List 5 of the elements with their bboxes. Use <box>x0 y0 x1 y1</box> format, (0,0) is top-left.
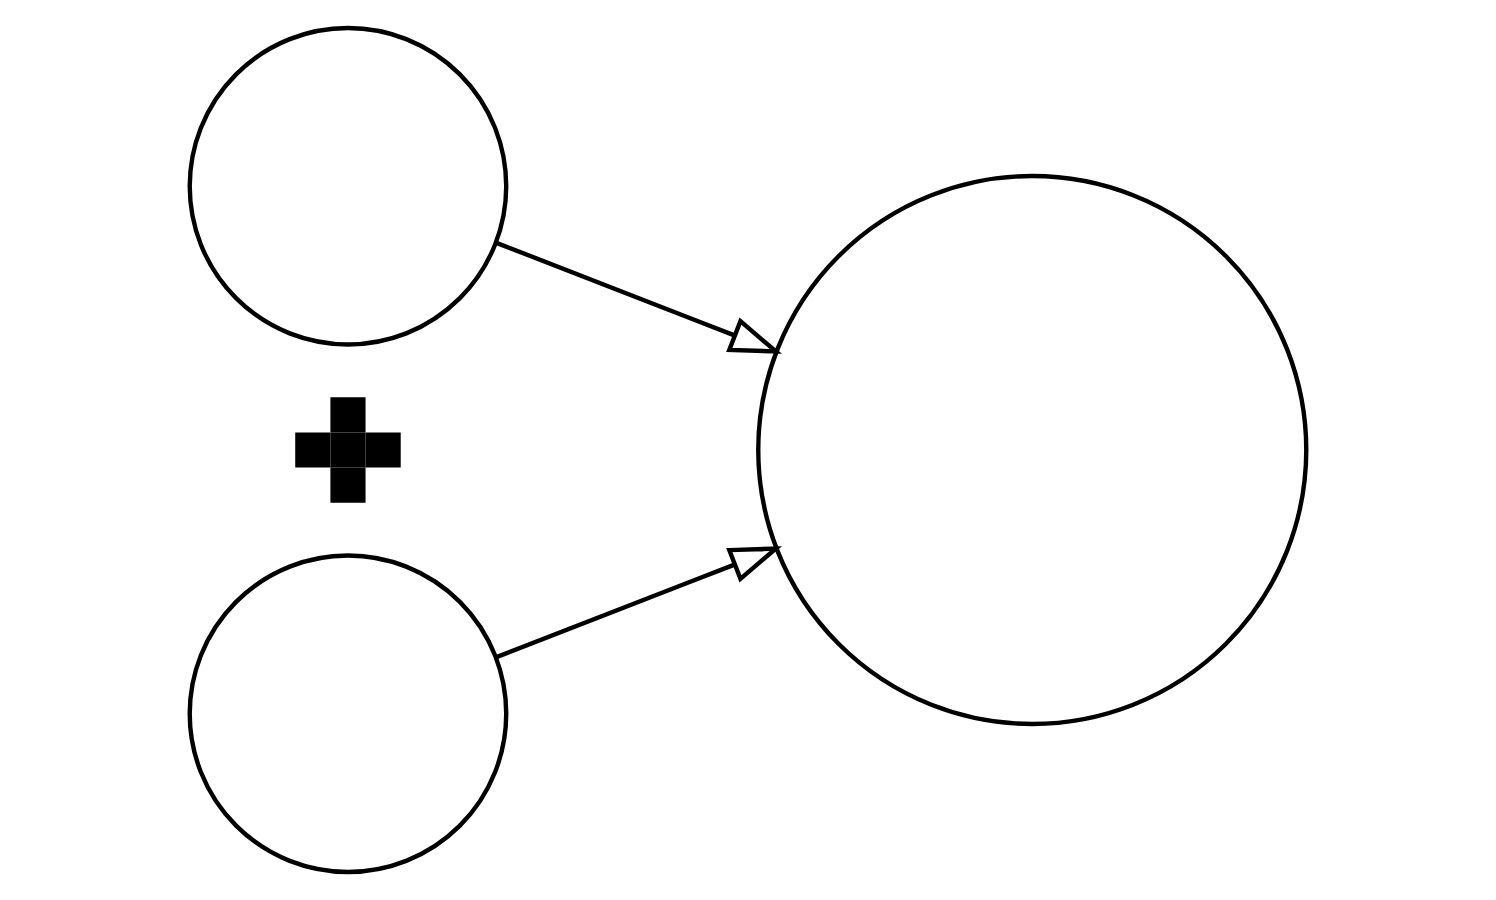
node-circle <box>187 25 509 347</box>
arrow <box>495 240 783 354</box>
node-circle <box>756 173 1309 727</box>
arrow <box>495 546 783 660</box>
node-circle <box>187 553 509 875</box>
